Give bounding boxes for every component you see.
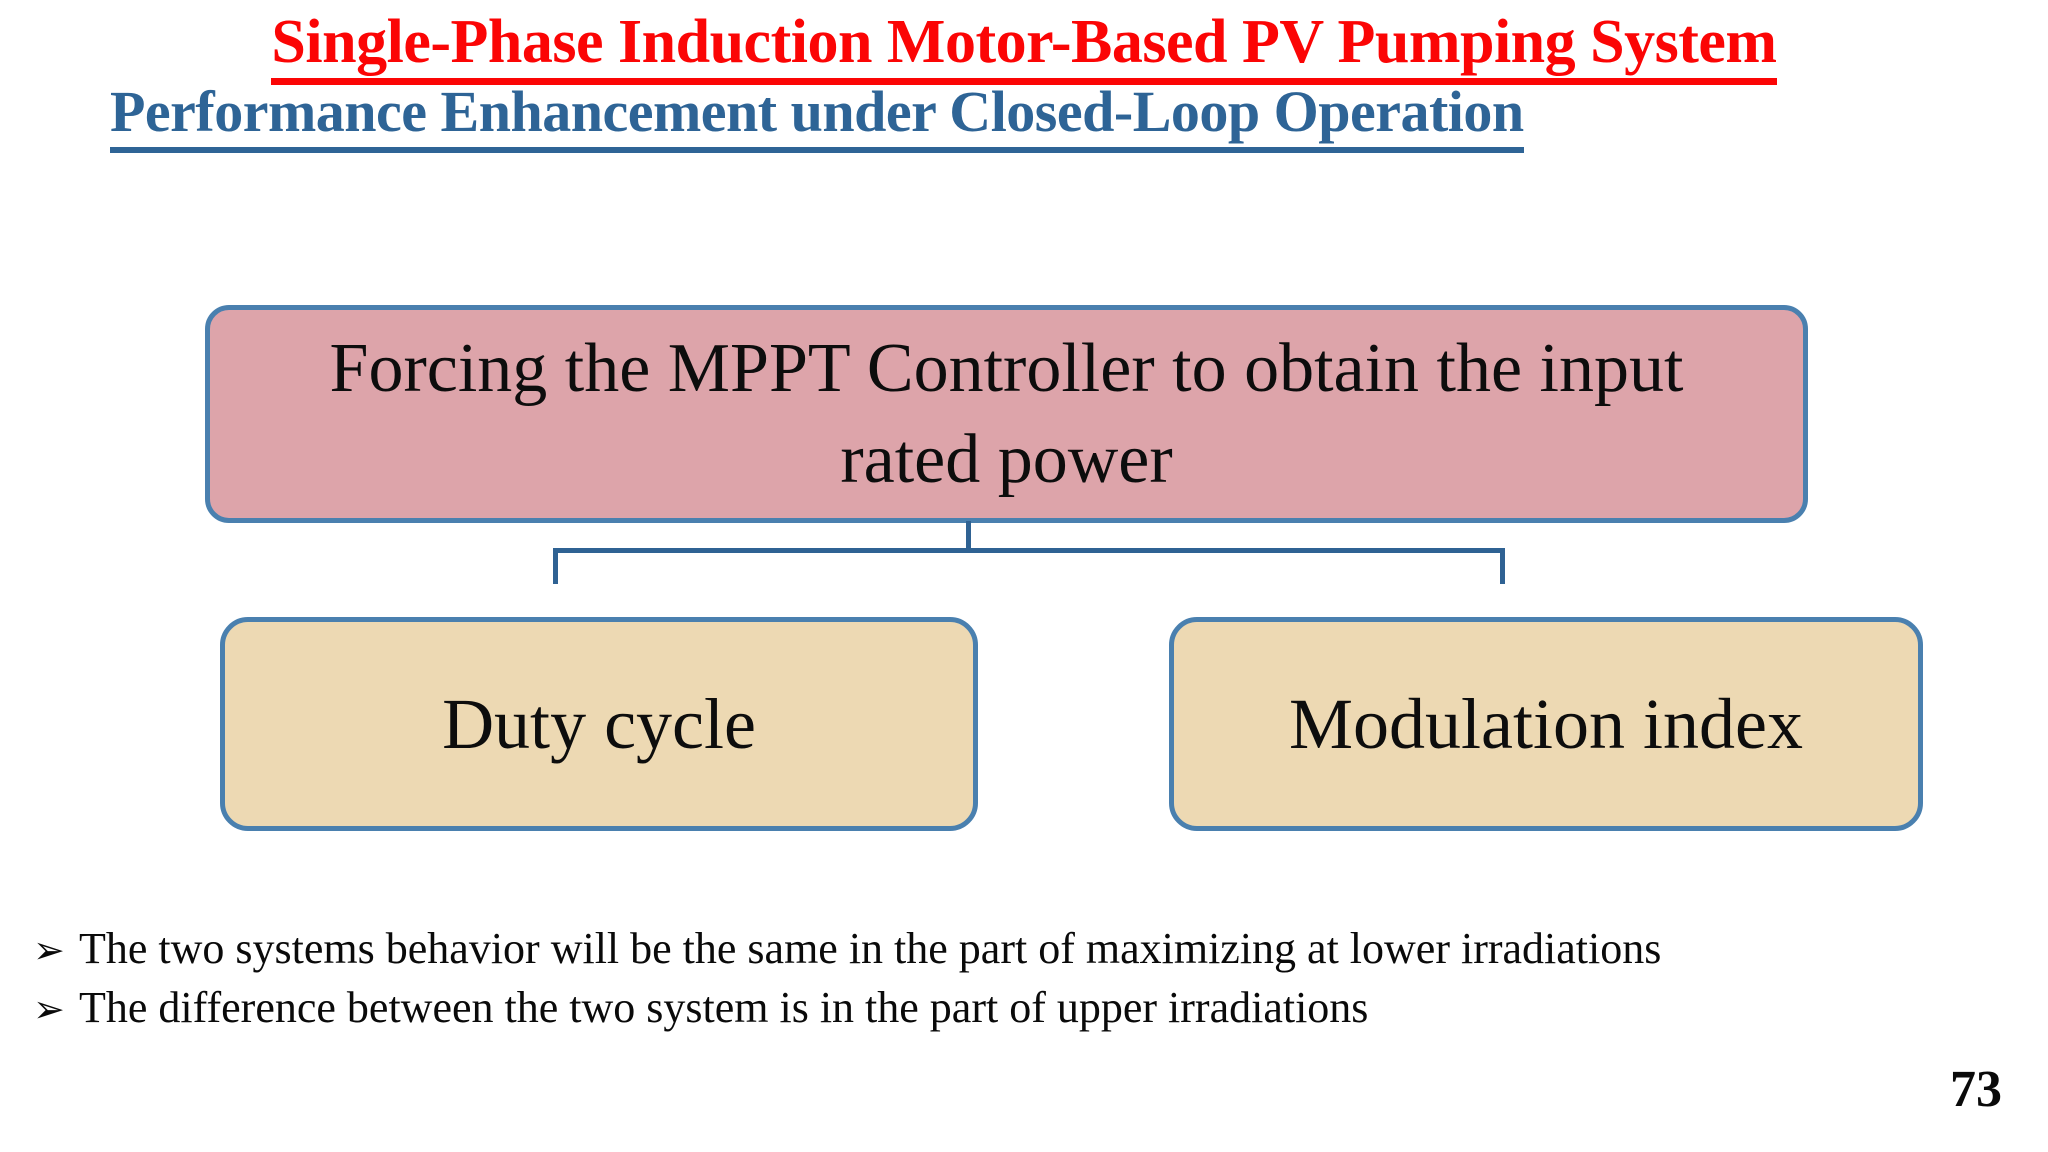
title-row: Single-Phase Induction Motor-Based PV Pu… (0, 9, 2048, 86)
arrow-bullet-icon: ➢ (33, 987, 65, 1032)
connector-left-drop-line (553, 548, 558, 584)
bullet-item: ➢ The two systems behavior will be the s… (33, 924, 2013, 973)
child-box-modulation-index: Modulation index (1169, 617, 1923, 831)
slide-title: Single-Phase Induction Motor-Based PV Pu… (271, 9, 1777, 86)
bullet-text: The difference between the two system is… (79, 983, 1369, 1033)
bullet-list: ➢ The two systems behavior will be the s… (33, 924, 2013, 1044)
subtitle-row: Performance Enhancement under Closed-Loo… (110, 81, 1524, 153)
connector-right-drop-line (1500, 548, 1505, 584)
root-box-forcing-mppt: Forcing the MPPT Controller to obtain th… (205, 305, 1808, 523)
child-box-duty-cycle: Duty cycle (220, 617, 978, 831)
page-number: 73 (1950, 1061, 2002, 1118)
connector-crossbar-line (553, 548, 1505, 553)
bullet-item: ➢ The difference between the two system … (33, 983, 2013, 1033)
bullet-text: The two systems behavior will be the sam… (79, 924, 1662, 973)
connector-stem-line (966, 521, 971, 552)
arrow-bullet-icon: ➢ (33, 928, 65, 972)
slide-subtitle: Performance Enhancement under Closed-Loo… (110, 81, 1524, 153)
